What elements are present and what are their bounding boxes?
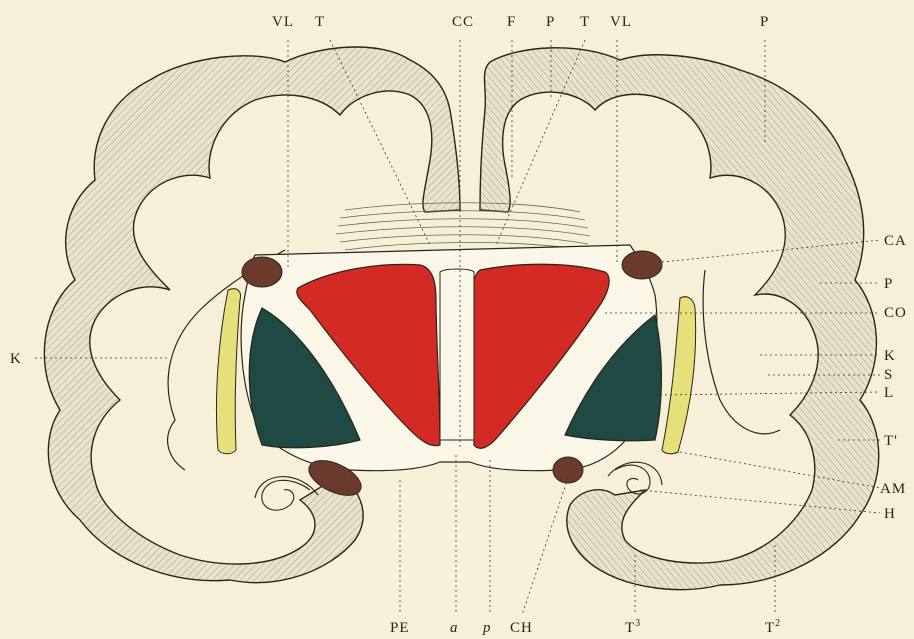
label-t-right: T xyxy=(580,14,590,30)
right-yellow-band xyxy=(662,297,696,454)
label-k-right: K xyxy=(884,348,896,364)
label-f: F xyxy=(507,14,516,30)
label-p-mid: P xyxy=(546,14,555,30)
label-vl-right: VL xyxy=(610,14,632,30)
label-t3-sup: 3 xyxy=(635,618,641,629)
right-brown-body-top xyxy=(622,251,662,279)
label-vl-left: VL xyxy=(272,14,294,30)
label-t-prime: T' xyxy=(884,433,898,449)
left-yellow-band xyxy=(216,289,240,454)
label-am: AM xyxy=(880,481,906,497)
label-p-side: P xyxy=(884,276,893,292)
label-co: CO xyxy=(884,305,907,321)
label-p-bottom: p xyxy=(482,620,492,636)
label-t2-sup: 2 xyxy=(775,618,781,629)
label-t3: T3 xyxy=(625,618,641,636)
label-cc: CC xyxy=(452,14,474,30)
label-pe: PE xyxy=(390,620,410,636)
label-t3-main: T xyxy=(625,620,635,636)
label-t2: T2 xyxy=(765,618,781,636)
label-k-left: K xyxy=(10,351,22,367)
label-t2-main: T xyxy=(765,620,775,636)
label-h: H xyxy=(884,506,896,522)
midline-septum xyxy=(440,269,474,440)
corpus-callosum-fibres xyxy=(336,203,590,250)
label-l: L xyxy=(884,385,894,401)
label-p-right: P xyxy=(760,14,769,30)
left-brown-body-top xyxy=(242,257,282,287)
label-ca: CA xyxy=(884,233,907,249)
label-t-left: T xyxy=(315,14,325,30)
label-s: S xyxy=(884,367,893,383)
label-ch: CH xyxy=(510,620,533,636)
label-a: a xyxy=(450,620,459,636)
right-hippocampus xyxy=(608,462,662,494)
